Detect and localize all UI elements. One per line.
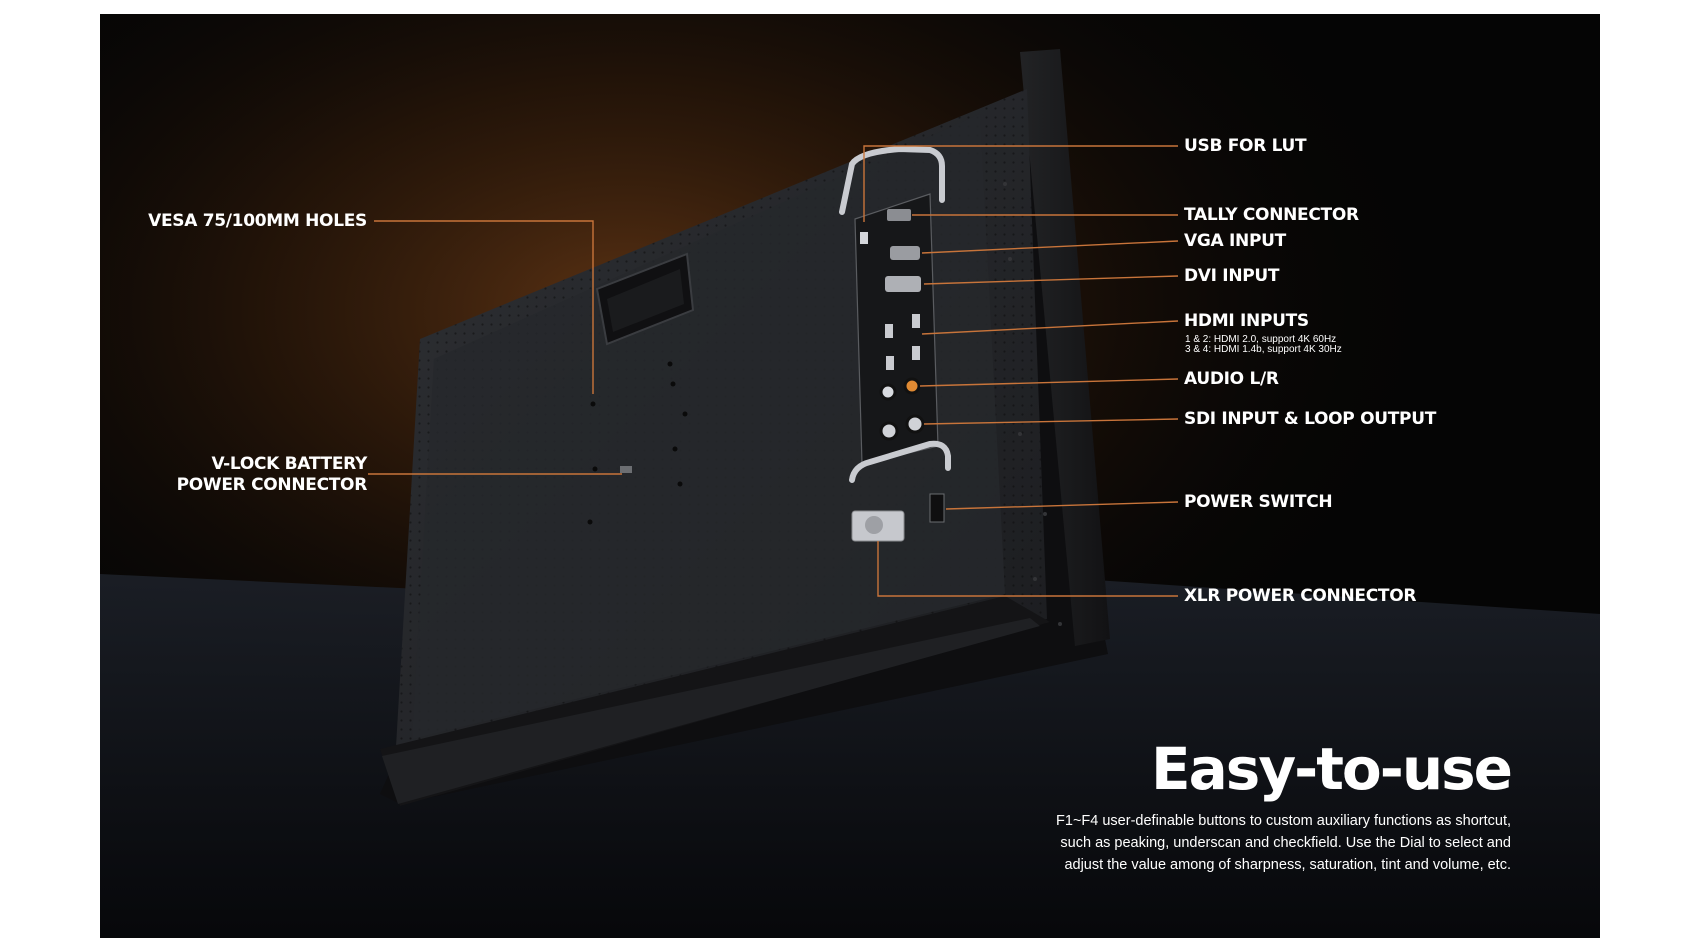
leader-vesa [374, 220, 594, 394]
product-image: USB FOR LUT TALLY CONNECTOR VGA INPUT DV… [100, 14, 1600, 938]
leader-hdmi [921, 320, 1179, 335]
feature-title: Easy-to-use [1151, 735, 1513, 803]
callout-vlock-battery: V-LOCK BATTERY POWER CONNECTOR [176, 454, 368, 496]
hdmi-note-2: 3 & 4: HDMI 1.4b, support 4K 30Hz [1185, 344, 1342, 355]
monitor-illustration [100, 14, 1600, 938]
leader-audio [919, 378, 1179, 387]
callout-audio-lr: AUDIO L/R [1184, 369, 1279, 389]
callout-hdmi-inputs: HDMI INPUTS [1184, 311, 1309, 331]
callout-power-switch: POWER SWITCH [1184, 492, 1333, 512]
callout-sdi-input-loop-output: SDI INPUT & LOOP OUTPUT [1184, 409, 1436, 429]
callout-vga-input: VGA INPUT [1184, 231, 1286, 251]
callout-tally-connector: TALLY CONNECTOR [1184, 205, 1359, 225]
callout-xlr-power-connector: XLR POWER CONNECTOR [1184, 586, 1417, 606]
leader-xlr [877, 541, 1178, 597]
leader-vga [921, 240, 1179, 254]
description-line-1: F1~F4 user-definable buttons to custom a… [1056, 813, 1511, 829]
leader-power-switch [945, 501, 1179, 510]
callout-vesa-holes: VESA 75/100MM HOLES [148, 211, 367, 231]
feature-description: F1~F4 user-definable buttons to custom a… [991, 810, 1511, 876]
callout-dvi-input: DVI INPUT [1184, 266, 1280, 286]
vlock-line-2: POWER CONNECTOR [176, 475, 368, 495]
callout-usb-for-lut: USB FOR LUT [1184, 136, 1307, 156]
vlock-line-1: V-LOCK BATTERY [211, 454, 368, 474]
leader-dvi [923, 275, 1179, 285]
leader-usb [863, 145, 1178, 222]
description-line-2: such as peaking, underscan and checkfiel… [1060, 835, 1511, 851]
description-line-3: adjust the value among of sharpness, sat… [1064, 857, 1511, 873]
leader-sdi [923, 418, 1179, 425]
hdmi-note-1: 1 & 2: HDMI 2.0, support 4K 60Hz [1185, 334, 1337, 345]
